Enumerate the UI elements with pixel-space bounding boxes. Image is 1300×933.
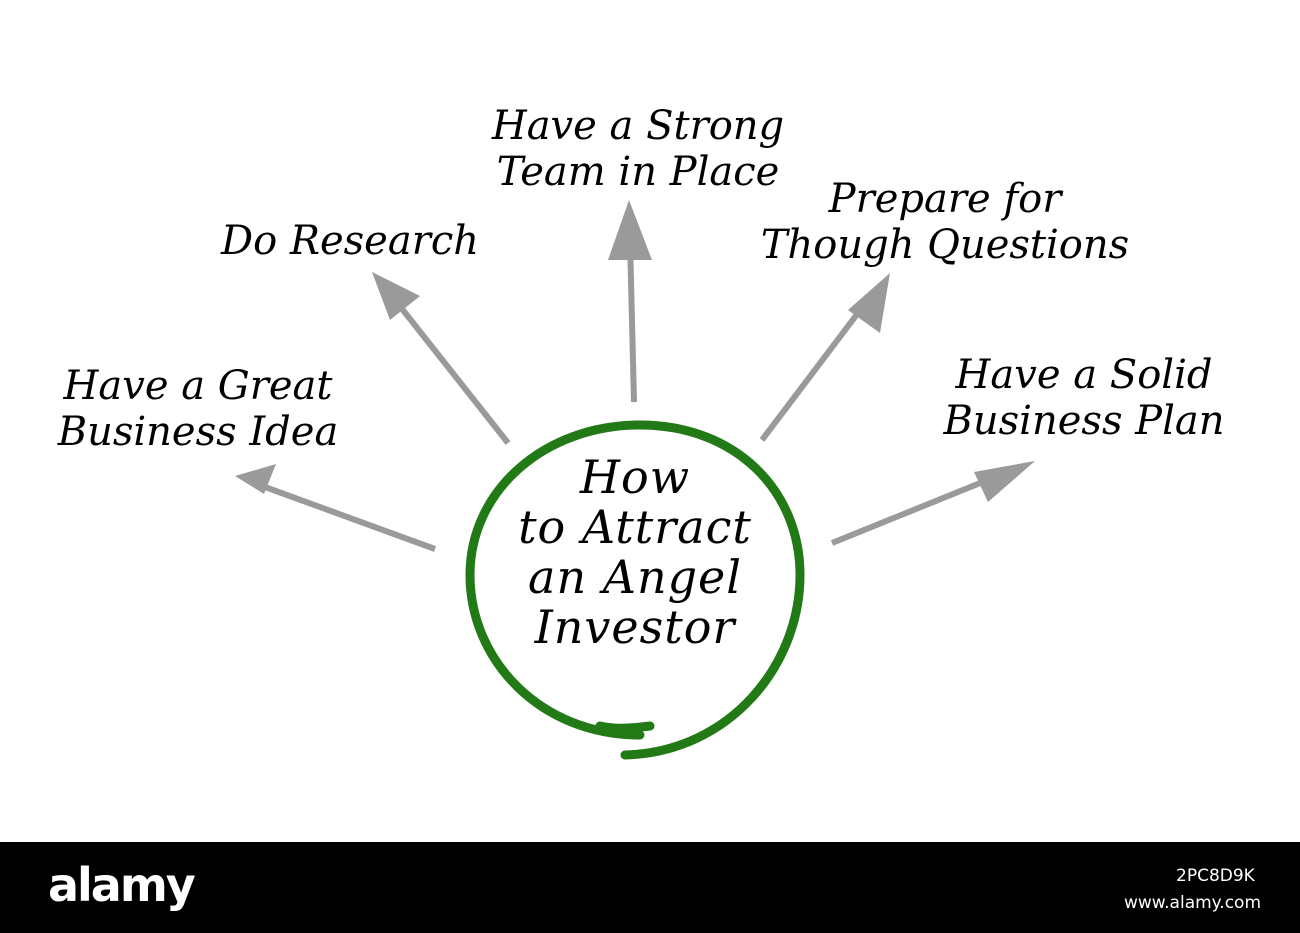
arrow-tough-questions	[759, 303, 867, 442]
center-title-line: How	[579, 450, 691, 504]
arrow-group	[235, 200, 1035, 552]
label-tough-questions: Prepare for Though Questions	[750, 176, 1140, 268]
arrowhead-do-research	[372, 272, 420, 320]
label-strong-team: Have a Strong Team in Place	[478, 103, 798, 195]
label-line: Have a Great	[63, 363, 333, 409]
label-solid-plan: Have a Solid Business Plan	[928, 352, 1240, 444]
label-line: Though Questions	[760, 222, 1130, 268]
watermark-logo: alamy	[48, 858, 196, 912]
watermark-footer-bar	[0, 842, 1300, 933]
center-title: How to Attract an Angel Investor	[470, 452, 800, 652]
image-id-text: 2PC8D9K	[1176, 866, 1255, 886]
arrow-strong-team	[627, 239, 637, 403]
diagram-graphics	[235, 200, 1035, 760]
arrow-do-research	[392, 298, 511, 445]
center-circle-ring	[465, 420, 805, 760]
label-great-business-idea: Have a Great Business Idea	[48, 363, 348, 455]
center-circle	[465, 420, 805, 760]
arrowhead-tough-questions	[848, 273, 890, 333]
label-line: Have a Solid	[955, 352, 1213, 398]
center-title-line: to Attract	[518, 500, 752, 554]
arrowhead-great-business-idea	[235, 464, 276, 494]
label-line: Do Research	[221, 218, 479, 264]
label-do-research: Do Research	[205, 218, 495, 264]
arrow-solid-plan	[830, 472, 1002, 546]
label-line: Business Plan	[943, 398, 1225, 444]
center-title-line: Investor	[534, 600, 736, 654]
site-url-text: www.alamy.com	[1124, 893, 1262, 913]
arrowhead-solid-plan	[974, 461, 1035, 502]
label-line: Business Idea	[57, 409, 339, 455]
center-title-line: an Angel	[528, 550, 742, 604]
arrowhead-strong-team	[608, 200, 652, 260]
label-line: Team in Place	[496, 149, 780, 195]
center-circle-tail	[595, 721, 655, 733]
arrow-great-business-idea	[263, 484, 437, 552]
label-line: Prepare for	[828, 176, 1062, 222]
label-line: Have a Strong	[491, 103, 785, 149]
